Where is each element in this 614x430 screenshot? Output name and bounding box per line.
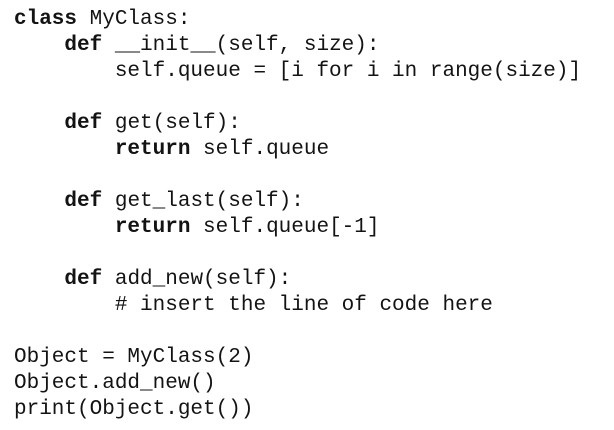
code-token: get_last(self):	[102, 190, 304, 213]
code-line: def add_new(self):	[14, 267, 614, 293]
code-token: Object = MyClass(2)	[14, 346, 254, 369]
code-token	[14, 216, 115, 239]
code-line: class MyClass:	[14, 7, 614, 33]
code-token	[14, 268, 64, 291]
keyword-token: return	[114, 138, 191, 161]
code-line: def get_last(self):	[14, 189, 614, 215]
code-token: get(self):	[102, 112, 241, 135]
code-line: return self.queue[-1]	[14, 215, 614, 241]
code-token	[14, 112, 64, 135]
code-line: Object = MyClass(2)	[14, 345, 614, 371]
code-token	[14, 138, 115, 161]
code-token	[14, 190, 64, 213]
code-token: print(Object.get())	[14, 398, 254, 421]
keyword-token: def	[64, 34, 103, 57]
code-token: Object.add_new()	[14, 372, 216, 395]
blank-line	[14, 163, 614, 189]
keyword-token: def	[64, 112, 103, 135]
code-token: add_new(self):	[102, 268, 292, 291]
code-line: self.queue = [i for i in range(size)]	[14, 59, 614, 85]
code-line: Object.add_new()	[14, 371, 614, 397]
blank-line	[14, 241, 614, 267]
code-line: # insert the line of code here	[14, 293, 614, 319]
blank-line	[14, 85, 614, 111]
code-token	[14, 34, 64, 57]
keyword-token: def	[64, 268, 103, 291]
keyword-token: return	[114, 216, 191, 239]
code-token: # insert the line of code here	[14, 294, 493, 317]
keyword-token: class	[14, 8, 78, 31]
code-line: def __init__(self, size):	[14, 33, 614, 59]
code-line: return self.queue	[14, 137, 614, 163]
code-token: self.queue[-1]	[190, 216, 380, 239]
code-token: MyClass:	[77, 8, 191, 31]
code-token: self.queue = [i for i in range(size)]	[14, 60, 582, 83]
blank-line	[14, 319, 614, 345]
code-token: self.queue	[190, 138, 330, 161]
code-token: __init__(self, size):	[102, 34, 380, 57]
code-line: print(Object.get())	[14, 397, 614, 423]
code-line: def get(self):	[14, 111, 614, 137]
keyword-token: def	[64, 190, 103, 213]
